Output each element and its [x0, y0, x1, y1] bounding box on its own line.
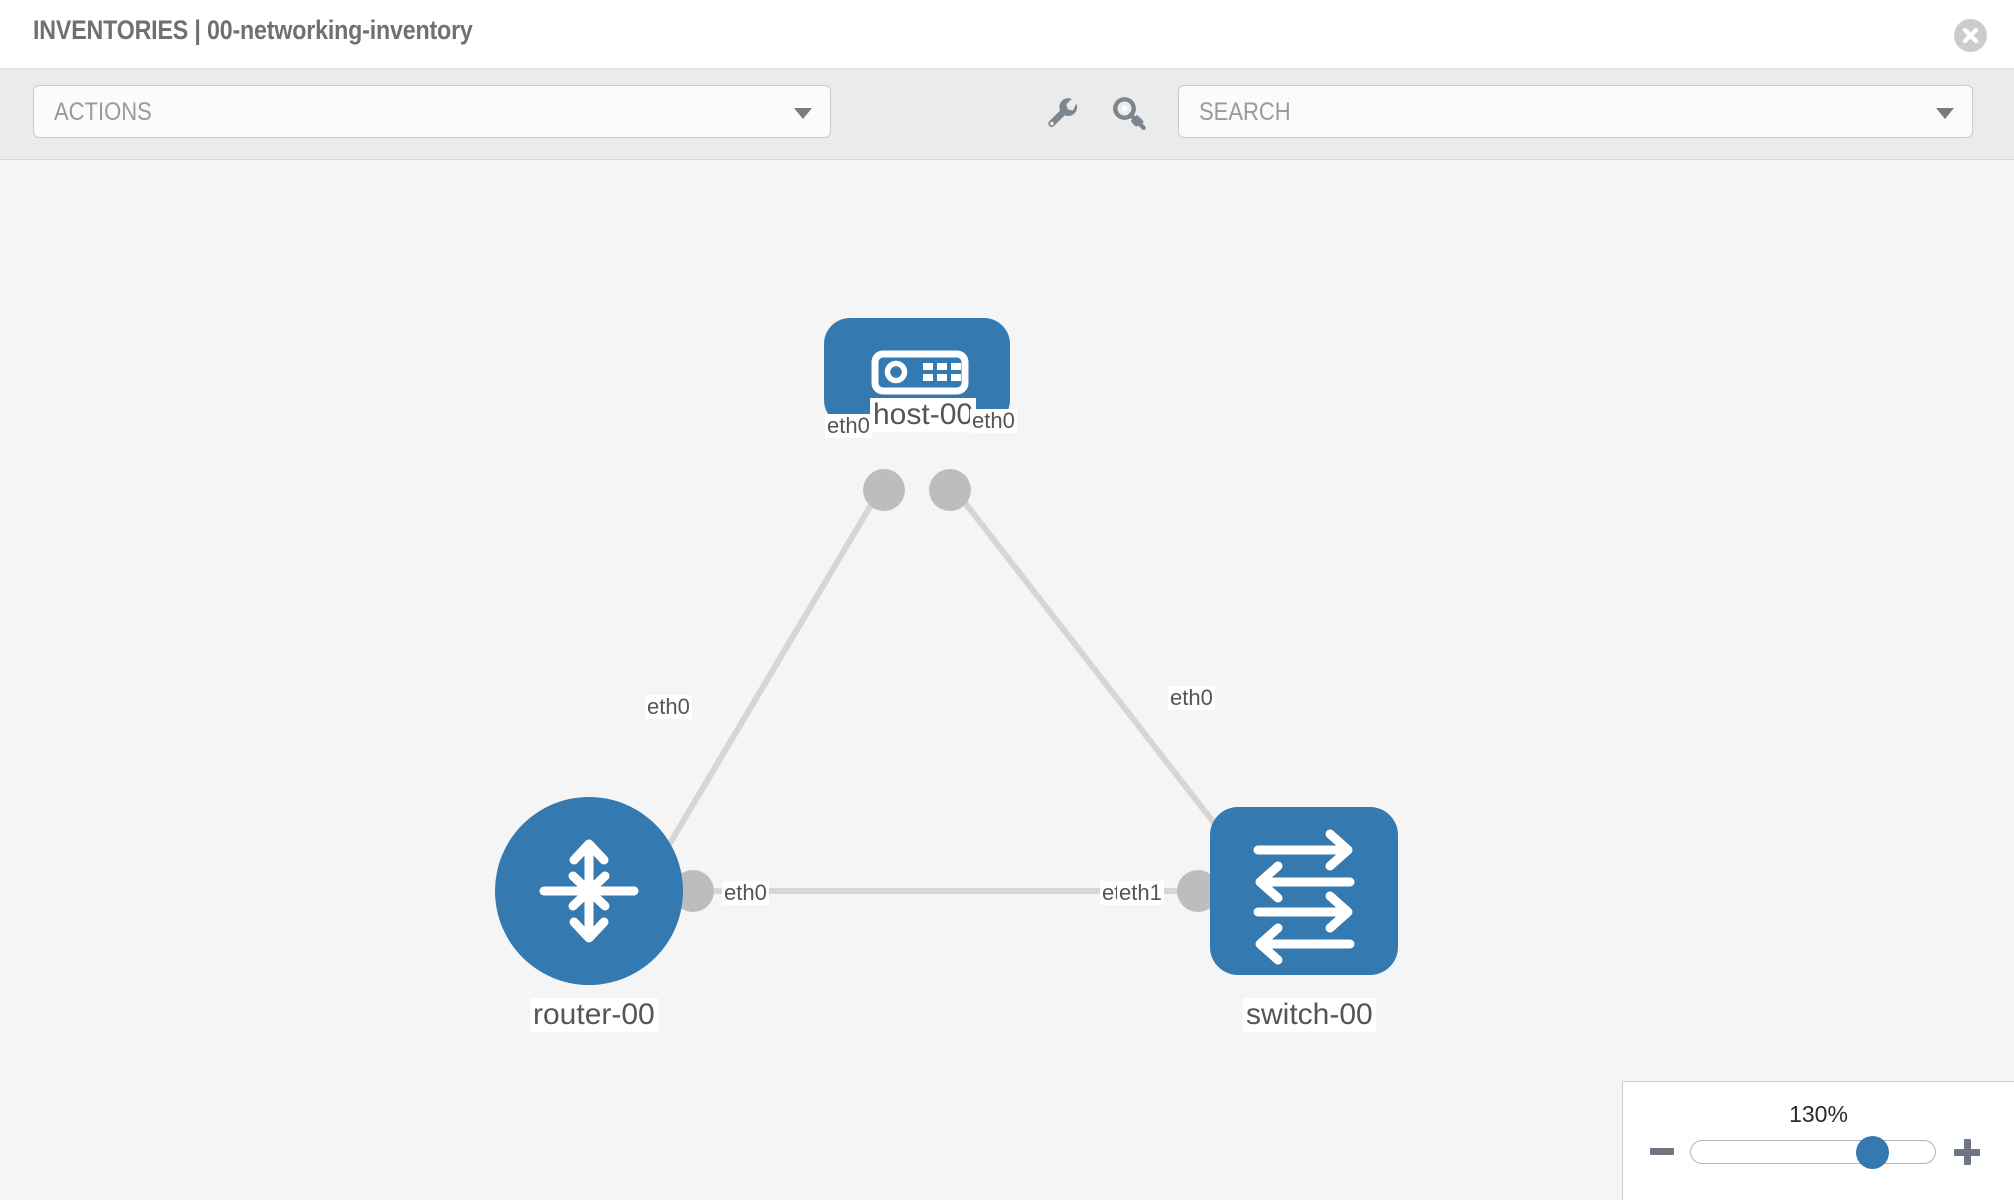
header-bar: INVENTORIES | 00-networking-inventory — [0, 0, 2014, 69]
node-label-router-00: router-00 — [530, 998, 658, 1032]
link-host00-router00[interactable] — [657, 488, 883, 862]
node-label-switch-00: switch-00 — [1243, 998, 1376, 1032]
iface-label: eth1 — [1117, 880, 1164, 905]
link-host00-switch00[interactable] — [952, 488, 1238, 852]
wrench-icon[interactable] — [1046, 97, 1080, 131]
port-host00-eth0-left[interactable] — [863, 469, 905, 511]
server-appliance-icon — [871, 350, 969, 395]
switch-arrows-icon — [1253, 829, 1355, 965]
toolbar: ACTIONS SEARCH — [0, 69, 2014, 160]
key-icon[interactable] — [1113, 97, 1147, 131]
actions-dropdown-label: ACTIONS — [54, 98, 152, 126]
port-switch00-eth1[interactable] — [1177, 870, 1219, 912]
zoom-slider[interactable] — [1690, 1136, 1936, 1169]
router-four-arrows-icon — [539, 839, 639, 943]
iface-label: eth0 — [722, 880, 769, 905]
node-router-00[interactable] — [495, 797, 683, 985]
topology-graph — [495, 318, 1398, 985]
iface-label: eth0 — [1168, 685, 1215, 710]
zoom-slider-row — [1623, 1136, 2014, 1178]
port-host00-eth0-right[interactable] — [929, 469, 971, 511]
zoom-level-value: 130% — [1789, 1101, 1848, 1127]
node-switch-00[interactable] — [1210, 807, 1398, 975]
iface-label: eth0 — [970, 408, 1017, 433]
page-title: INVENTORIES | 00-networking-inventory — [33, 15, 473, 45]
close-circle-icon — [1954, 19, 1987, 52]
search-input-label: SEARCH — [1199, 98, 1291, 126]
close-button[interactable] — [1954, 19, 1987, 52]
chevron-down-icon — [794, 108, 812, 119]
iface-label: eth0 — [645, 694, 692, 719]
chevron-down-icon — [1936, 108, 1954, 119]
topology-links — [657, 488, 1238, 894]
zoom-out-button[interactable] — [1650, 1148, 1674, 1155]
iface-label: eth0 — [825, 413, 872, 438]
node-label-host-00: host-00 — [870, 398, 977, 432]
search-input[interactable]: SEARCH — [1178, 85, 1973, 138]
zoom-slider-thumb[interactable] — [1856, 1136, 1889, 1169]
zoom-in-button[interactable] — [1954, 1139, 1980, 1165]
topology-canvas[interactable]: eth0 host-00 eth0 eth0 eth0 eth0 eth0 et… — [0, 160, 2014, 1200]
actions-dropdown[interactable]: ACTIONS — [33, 85, 831, 138]
port-router00-eth0[interactable] — [672, 870, 714, 912]
zoom-control-panel: 130% — [1622, 1081, 2014, 1200]
